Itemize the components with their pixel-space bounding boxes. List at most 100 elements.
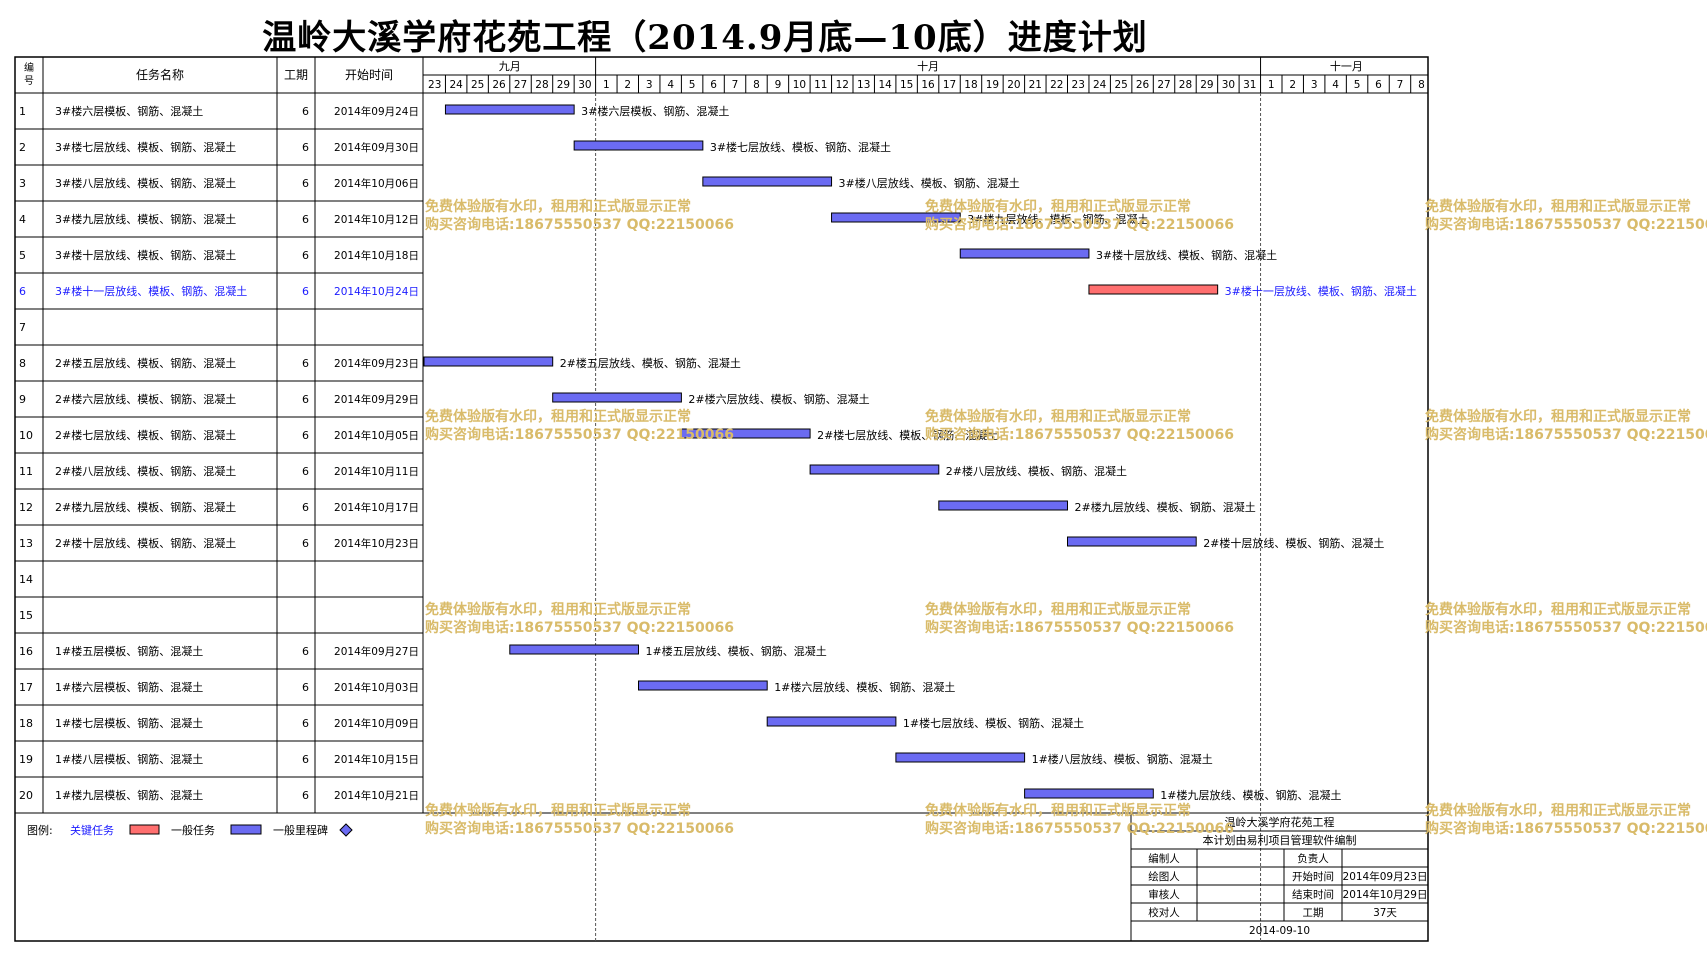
- watermark-text: 免费体验版有水印，租用和正式版显示正常: [1425, 803, 1691, 819]
- task-duration: 6: [302, 717, 309, 730]
- day-label: 17: [943, 79, 956, 91]
- task-duration: 6: [302, 285, 309, 298]
- bar-label: 1#楼六层放线、模板、钢筋、混凝土: [774, 680, 955, 694]
- task-duration: 6: [302, 393, 309, 406]
- day-label: 31: [1243, 79, 1256, 91]
- outer-frame: [14, 56, 1429, 942]
- day-label: 10: [793, 79, 806, 91]
- task-duration: 6: [302, 501, 309, 514]
- day-label: 18: [964, 79, 977, 91]
- header-start: 开始时间: [345, 68, 393, 82]
- header-duration: 工期: [284, 68, 308, 82]
- task-name: 1#楼六层模板、钢筋、混凝土: [55, 680, 203, 694]
- watermark-text: 购买咨询电话:18675550537 QQ:22150066: [1425, 821, 1707, 837]
- day-label: 28: [535, 79, 548, 91]
- task-id: 10: [19, 429, 33, 442]
- day-label: 15: [900, 79, 913, 91]
- watermark-text: 购买咨询电话:18675550537 QQ:22150066: [425, 427, 734, 443]
- task-start: 2014年09月29日: [334, 393, 419, 406]
- page-title: 温岭大溪学府花苑工程（2014.9月底—10底）进度计划: [262, 18, 1148, 58]
- day-label: 5: [689, 79, 696, 91]
- day-label: 8: [753, 79, 760, 91]
- month-label: 九月: [499, 60, 521, 73]
- task-id: 5: [19, 249, 26, 262]
- task-bar: [552, 392, 682, 403]
- task-bar: [766, 716, 897, 727]
- bar-label: 3#楼七层放线、模板、钢筋、混凝土: [710, 140, 891, 154]
- task-start: 2014年10月11日: [334, 465, 419, 478]
- header-name: 任务名称: [136, 67, 184, 82]
- info-cell: 2014年09月23日: [1343, 870, 1428, 883]
- legend-critical-swatch: [129, 824, 160, 835]
- task-name: 2#楼六层放线、模板、钢筋、混凝土: [55, 392, 236, 406]
- watermark-text: 购买咨询电话:18675550537 QQ:22150066: [925, 821, 1234, 837]
- day-label: 25: [1114, 79, 1127, 91]
- watermark-text: 购买咨询电话:18675550537 QQ:22150066: [1425, 217, 1707, 233]
- bar-label: 3#楼十一层放线、模板、钢筋、混凝土: [1225, 284, 1417, 298]
- day-label: 7: [1397, 79, 1404, 91]
- day-label: 20: [1007, 79, 1020, 91]
- watermark-text: 免费体验版有水印，租用和正式版显示正常: [1425, 602, 1691, 618]
- info-cell: 绘图人: [1148, 870, 1180, 883]
- task-bar: [423, 356, 554, 367]
- task-duration: 6: [302, 681, 309, 694]
- watermark-text: 购买咨询电话:18675550537 QQ:22150066: [925, 427, 1234, 443]
- task-bar: [509, 644, 639, 655]
- task-name: 3#楼七层放线、模板、钢筋、混凝土: [55, 140, 236, 154]
- task-bar: [831, 212, 961, 223]
- task-duration: 6: [302, 213, 309, 226]
- day-label: 6: [1375, 79, 1382, 91]
- task-start: 2014年10月24日: [334, 285, 419, 298]
- task-id: 7: [19, 321, 26, 334]
- task-duration: 6: [302, 141, 309, 154]
- watermark-text: 购买咨询电话:18675550537 QQ:22150066: [425, 821, 734, 837]
- task-name: 3#楼十一层放线、模板、钢筋、混凝土: [55, 284, 247, 298]
- task-id: 20: [19, 789, 33, 802]
- day-label: 5: [1354, 79, 1361, 91]
- bar-label: 1#楼七层放线、模板、钢筋、混凝土: [903, 716, 1084, 730]
- task-duration: 6: [302, 177, 309, 190]
- month-label: 十一月: [1330, 59, 1363, 73]
- watermark-text: 购买咨询电话:18675550537 QQ:22150066: [1425, 427, 1707, 443]
- task-id: 1: [19, 105, 26, 118]
- info-cell: 校对人: [1148, 906, 1180, 919]
- milestone-icon: [339, 823, 353, 837]
- task-id: 11: [19, 465, 33, 478]
- bar-label: 3#楼六层模板、钢筋、混凝土: [581, 104, 729, 118]
- day-label: 30: [578, 79, 591, 91]
- task-bar: [959, 248, 1090, 259]
- info-cell: 37天: [1373, 907, 1397, 919]
- task-name: 3#楼九层放线、模板、钢筋、混凝土: [55, 212, 236, 226]
- legend-milestone: 一般里程碑: [273, 824, 328, 837]
- info-cell: 开始时间: [1292, 870, 1334, 883]
- month-label: 十月: [917, 59, 939, 73]
- task-start: 2014年09月30日: [334, 141, 419, 154]
- bar-label: 2#楼十层放线、模板、钢筋、混凝土: [1203, 536, 1384, 550]
- watermark-text: 免费体验版有水印，租用和正式版显示正常: [425, 602, 691, 618]
- day-label: 1: [603, 79, 610, 91]
- watermark-text: 免费体验版有水印，租用和正式版显示正常: [925, 409, 1191, 425]
- day-label: 29: [1200, 79, 1213, 91]
- task-bar: [1088, 284, 1219, 295]
- task-name: 1#楼七层模板、钢筋、混凝土: [55, 716, 203, 730]
- task-id: 19: [19, 753, 33, 766]
- task-bar: [809, 464, 940, 475]
- task-name: 1#楼八层模板、钢筋、混凝土: [55, 752, 203, 766]
- task-name: 2#楼五层放线、模板、钢筋、混凝土: [55, 356, 236, 370]
- header-id-2: 号: [24, 75, 34, 87]
- day-label: 22: [1050, 79, 1063, 91]
- day-label: 4: [1332, 79, 1339, 91]
- bar-label: 3#楼八层放线、模板、钢筋、混凝土: [839, 176, 1020, 190]
- info-software: 本计划由易利项目管理软件编制: [1203, 833, 1357, 847]
- day-label: 23: [1072, 79, 1085, 91]
- day-label: 2: [624, 79, 631, 91]
- task-start: 2014年10月21日: [334, 789, 419, 802]
- task-name: 3#楼十层放线、模板、钢筋、混凝土: [55, 248, 236, 262]
- task-duration: 6: [302, 105, 309, 118]
- task-bar: [638, 680, 768, 691]
- day-label: 12: [836, 79, 849, 91]
- task-name: 2#楼九层放线、模板、钢筋、混凝土: [55, 500, 236, 514]
- task-start: 2014年10月18日: [334, 249, 419, 262]
- watermark-text: 购买咨询电话:18675550537 QQ:22150066: [1425, 620, 1707, 636]
